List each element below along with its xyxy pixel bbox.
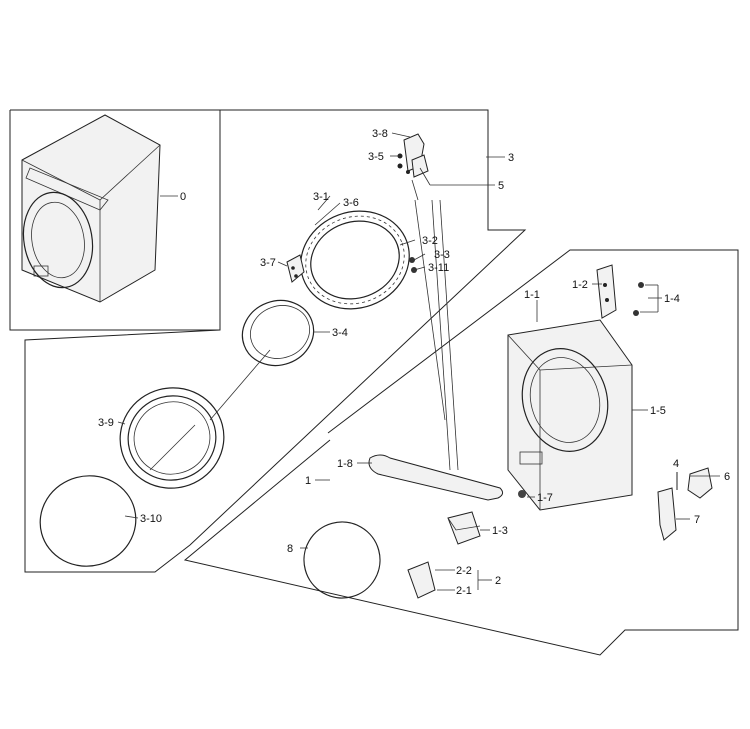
part-8-glass: [303, 521, 381, 599]
label-4: 4: [673, 458, 679, 470]
label-3-7: 3-7: [260, 257, 276, 269]
part-1-8-trim: [368, 454, 504, 501]
part-1-5-front-panel: [507, 319, 633, 511]
part-7-hook: [657, 487, 677, 541]
part-0-washer: [21, 114, 161, 303]
label-3-5: 3-5: [368, 151, 384, 163]
part-3-6-door-frame: [300, 210, 410, 310]
label-3-10: 3-10: [140, 513, 162, 525]
label-5: 5: [498, 180, 504, 192]
label-1: 1: [305, 475, 311, 487]
label-3-11: 3-11: [428, 262, 449, 274]
label-6: 6: [724, 471, 730, 483]
part-3-7-hinge: [286, 254, 305, 283]
label-0: 0: [180, 191, 186, 203]
label-2-2: 2-2: [456, 565, 472, 577]
label-3-3: 3-3: [434, 249, 450, 261]
frame-front-panel-1: [183, 249, 739, 656]
part-1-2-bracket: [596, 264, 617, 319]
label-1-3: 1-3: [492, 525, 508, 537]
label-3: 3: [508, 152, 514, 164]
label-1-8: 1-8: [337, 458, 353, 470]
leader-lines: [117, 132, 720, 591]
part-3-8-hinge: [397, 133, 429, 201]
label-3-4: 3-4: [332, 327, 348, 339]
alignment-lines: [149, 199, 459, 471]
label-3-6: 3-6: [343, 197, 359, 209]
part-3-9-door-cover: [119, 387, 225, 489]
label-3-9: 3-9: [98, 417, 114, 429]
label-1-7: 1-7: [537, 492, 553, 504]
label-3-8: 3-8: [372, 128, 388, 140]
label-3-2: 3-2: [422, 235, 438, 247]
part-1-4-screws: [633, 282, 644, 316]
part-3-4-door-glass: [241, 299, 315, 367]
part-1-3-switch: [447, 511, 481, 545]
label-1-5: 1-5: [650, 405, 666, 417]
label-2: 2: [495, 575, 501, 587]
part-6-latch: [687, 467, 713, 499]
part-1-7-clip: [518, 490, 526, 498]
label-3-1: 3-1: [313, 191, 329, 203]
label-8: 8: [287, 543, 293, 555]
part-3-10-glass: [39, 475, 137, 567]
part-2-cover: [407, 561, 436, 599]
label-2-1: 2-1: [456, 585, 472, 597]
label-1-4: 1-4: [664, 293, 680, 305]
label-1-2: 1-2: [572, 279, 588, 291]
label-1-1: 1-1: [524, 289, 540, 301]
part-labels: 0 3 3-8 3-5 5 3-1 3-6 3-2 3-3 3-7 3-11 3…: [98, 128, 730, 597]
frame-door-assembly-3: [24, 109, 527, 573]
label-7: 7: [694, 514, 700, 526]
